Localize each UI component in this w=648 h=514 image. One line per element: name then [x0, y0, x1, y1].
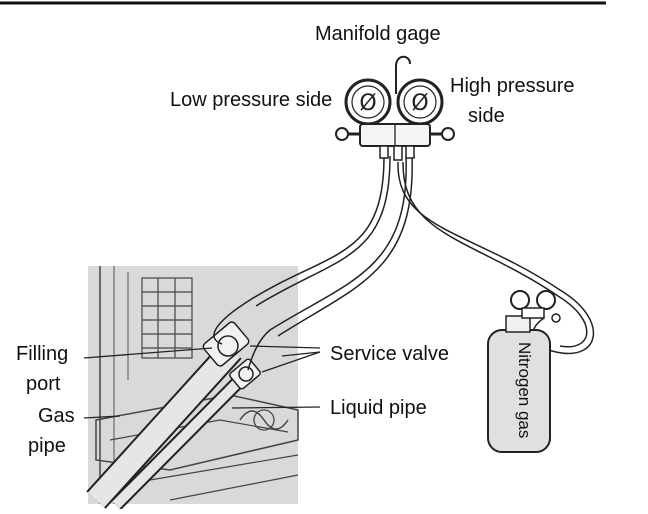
- liquid-pipe: [111, 367, 253, 510]
- leader-lines: [83, 345, 321, 419]
- label-filling-line1: Filling: [16, 343, 69, 365]
- gas-pipe: [86, 341, 242, 509]
- label-low-pressure-side: Low pressure side: [170, 89, 333, 111]
- high-gauge-symbol: Ø: [411, 91, 428, 116]
- leader-filling-port: [83, 347, 213, 359]
- nitrogen-cylinder: [487, 290, 561, 453]
- label-manifold-gage: Manifold gage: [315, 23, 441, 45]
- label-gas-line1: Gas: [38, 405, 75, 427]
- leader-service-valve-3: [281, 351, 321, 357]
- leader-liquid-pipe: [231, 406, 321, 409]
- label-service-valve: Service valve: [330, 343, 449, 365]
- label-high-pressure-line2: side: [468, 105, 505, 127]
- low-gauge-symbol: Ø: [359, 91, 376, 116]
- label-nitrogen-gas: Nitrogen gas: [515, 342, 534, 439]
- regulator-gauge-right: [536, 290, 556, 310]
- label-filling-line2: port: [26, 373, 61, 395]
- manifold-gage: [335, 55, 455, 161]
- leader-service-valve-1: [249, 345, 321, 349]
- leader-service-valve-2: [261, 351, 321, 373]
- regulator-gauge-left: [510, 290, 530, 310]
- terminal-block: [141, 277, 193, 359]
- label-high-pressure-line1: High pressure: [450, 75, 575, 97]
- label-gas-line2: pipe: [28, 435, 66, 457]
- label-liquid-pipe: Liquid pipe: [330, 397, 427, 419]
- leader-gas-pipe: [83, 415, 121, 419]
- service-valve-shapes: [202, 321, 261, 390]
